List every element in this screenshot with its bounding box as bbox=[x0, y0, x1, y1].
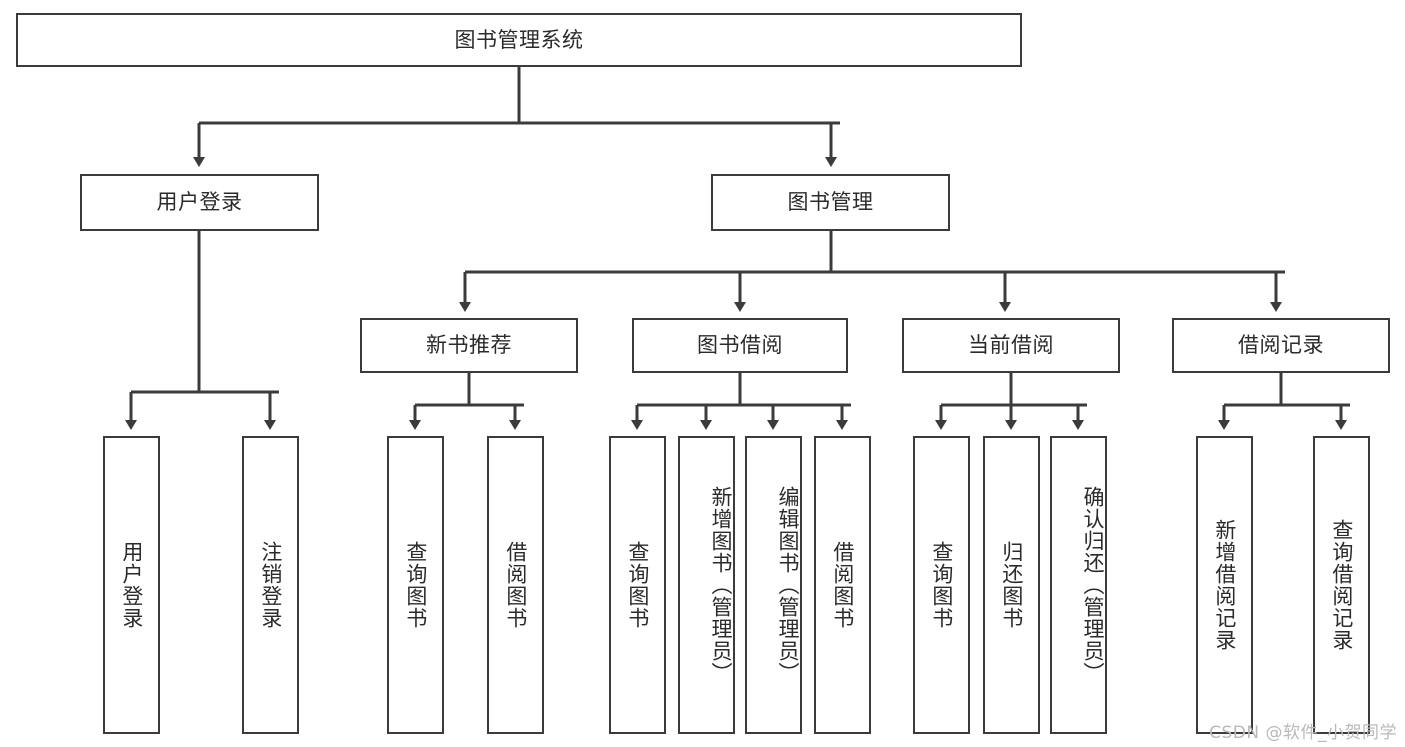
node-label: 新书推荐 bbox=[426, 333, 512, 358]
node-label: 确认归还（管理员） bbox=[1081, 486, 1105, 684]
node-leaf-user-login[interactable]: 用户登录 bbox=[103, 436, 160, 734]
node-leaf-borrow-book-1[interactable]: 借阅图书 bbox=[487, 436, 544, 734]
node-label: 注销登录 bbox=[258, 541, 283, 629]
node-label: 用户登录 bbox=[156, 190, 243, 215]
node-current-borrow[interactable]: 当前借阅 bbox=[902, 318, 1120, 373]
node-label: 当前借阅 bbox=[968, 333, 1054, 358]
node-leaf-add-book[interactable]: 新增图书（管理员） bbox=[678, 436, 735, 734]
node-book-management-system[interactable]: 图书管理系统 bbox=[16, 13, 1022, 67]
node-leaf-query-book-1[interactable]: 查询图书 bbox=[387, 436, 444, 734]
node-label: 查询图书 bbox=[625, 541, 650, 629]
node-leaf-borrow-book-2[interactable]: 借阅图书 bbox=[814, 436, 871, 734]
node-leaf-confirm-return[interactable]: 确认归还（管理员） bbox=[1050, 436, 1107, 734]
connector-root-to-level1 bbox=[193, 67, 840, 167]
node-leaf-query-book-2[interactable]: 查询图书 bbox=[609, 436, 666, 734]
node-label: 编辑图书（管理员） bbox=[776, 486, 800, 684]
node-label: 借阅图书 bbox=[830, 541, 855, 629]
node-label: 查询借阅记录 bbox=[1329, 519, 1354, 651]
node-new-book-recommend[interactable]: 新书推荐 bbox=[360, 318, 578, 373]
node-leaf-query-record[interactable]: 查询借阅记录 bbox=[1313, 436, 1370, 734]
node-label: 新增图书（管理员） bbox=[709, 486, 733, 684]
connector-bookborrow-to-leaves bbox=[631, 373, 851, 430]
node-user-login[interactable]: 用户登录 bbox=[80, 174, 319, 231]
node-label: 用户登录 bbox=[119, 541, 144, 629]
node-label: 查询图书 bbox=[403, 541, 428, 629]
connector-currentborrow-to-leaves bbox=[935, 373, 1087, 430]
node-label: 图书管理系统 bbox=[454, 27, 584, 52]
node-label: 图书借阅 bbox=[697, 333, 783, 358]
node-leaf-query-book-3[interactable]: 查询图书 bbox=[913, 436, 970, 734]
node-label: 查询图书 bbox=[929, 541, 954, 629]
node-leaf-add-record[interactable]: 新增借阅记录 bbox=[1196, 436, 1253, 734]
node-book-manage[interactable]: 图书管理 bbox=[711, 174, 950, 231]
node-book-borrow[interactable]: 图书借阅 bbox=[632, 318, 848, 373]
node-label: 图书管理 bbox=[787, 190, 874, 215]
node-leaf-edit-book[interactable]: 编辑图书（管理员） bbox=[745, 436, 802, 734]
node-label: 新增借阅记录 bbox=[1212, 519, 1237, 651]
node-leaf-return-book[interactable]: 归还图书 bbox=[983, 436, 1040, 734]
connector-newbook-to-leaves bbox=[409, 373, 524, 430]
node-borrow-record[interactable]: 借阅记录 bbox=[1172, 318, 1390, 373]
connector-userlogin-to-leaves bbox=[125, 231, 279, 430]
node-label: 借阅图书 bbox=[503, 541, 528, 629]
node-leaf-user-logout[interactable]: 注销登录 bbox=[242, 436, 299, 734]
node-label: 借阅记录 bbox=[1238, 333, 1324, 358]
node-label: 归还图书 bbox=[999, 541, 1024, 629]
connector-borrowrecord-to-leaves bbox=[1218, 373, 1350, 430]
connector-bookmanage-to-level2 bbox=[459, 231, 1285, 312]
